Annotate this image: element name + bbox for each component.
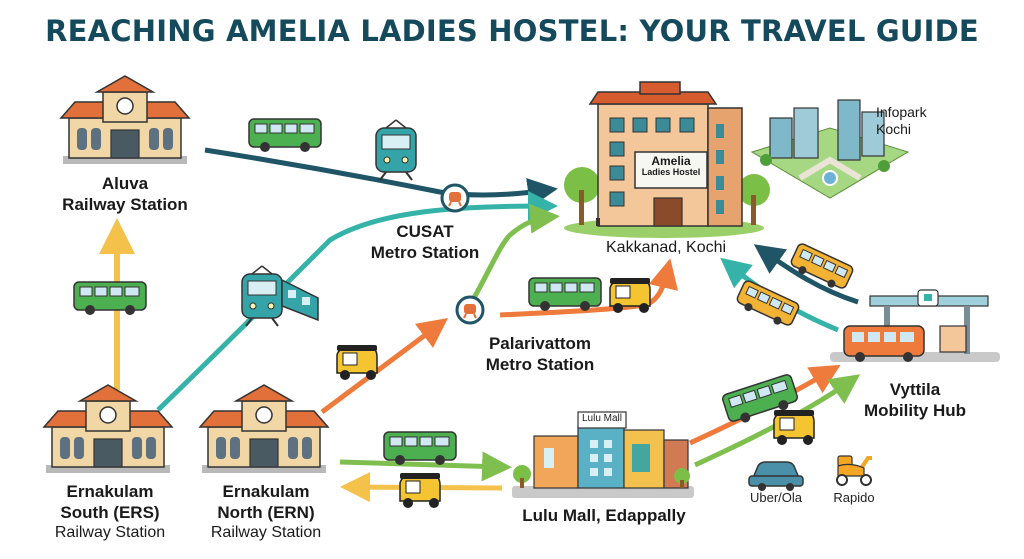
hostel-sign (634, 151, 708, 189)
route-ers-to-hostel (156, 191, 558, 412)
vyttila-label: Vyttila Mobility Hub (850, 380, 980, 421)
palarivattom-label-line1: Palarivattom (488, 334, 592, 353)
auto-rickshaw-icon (773, 409, 815, 446)
ers-label-line3: Railway Station (54, 524, 166, 542)
bus-icon (383, 431, 457, 466)
palarivattom-metro-station-icon (455, 295, 485, 325)
hostel-building-icon (564, 81, 770, 238)
ern-railway-station-icon (199, 384, 329, 474)
cusat-label-line1: CUSAT (396, 222, 454, 241)
ers-label: Ernakulam South (ERS) Railway Station (30, 482, 190, 543)
bus-icon (733, 278, 802, 331)
page-title: REACHING AMELIA LADIES HOSTEL: YOUR TRAV… (45, 14, 979, 48)
metro-train-carriage (281, 278, 319, 322)
lulu-mall-sign-label: Lulu Mall (581, 413, 623, 424)
auto-rickshaw-icon (336, 344, 378, 381)
ers-label-line1: Ernakulam (66, 482, 154, 501)
bus-icon (73, 281, 147, 316)
aluva-label: Aluva Railway Station (40, 174, 210, 215)
hostel-sign-label: Amelia Ladies Hostel (635, 154, 707, 178)
route-ern-to-lulu (339, 451, 512, 482)
route-aluva-to-hostel (204, 147, 558, 208)
ern-label-line3: Railway Station (210, 524, 322, 542)
vyttila-label-line2: Mobility Hub (864, 400, 966, 420)
office-park-icon (750, 99, 910, 199)
infopark-label-line1: Infopark (876, 104, 927, 120)
auto-rickshaw-icon (399, 472, 441, 509)
car-icon (748, 461, 804, 491)
vyttila-hub-icon (830, 289, 1000, 362)
ers-label-line2: South (ERS) (60, 502, 160, 522)
vyttila-label-line1: Vyttila (889, 380, 941, 399)
rapido-label: Rapido (833, 490, 875, 505)
bus-icon (528, 277, 602, 312)
aluva-railway-station-icon (60, 75, 190, 165)
route-vyttila-to-hostel-dark (753, 244, 859, 305)
cusat-metro-station-icon (440, 183, 470, 213)
shopping-mall-icon (512, 411, 694, 498)
palarivattom-label-line2: Metro Station (485, 354, 595, 374)
aluva-label-line2: Railway Station (62, 194, 188, 214)
hostel-sign-line1: Amelia (651, 154, 691, 168)
scooter-icon (836, 455, 872, 486)
aluva-label-line1: Aluva (101, 174, 149, 193)
ern-label-line1: Ernakulam (222, 482, 310, 501)
metro-train-icon (375, 119, 417, 181)
kakkanad-label: Kakkanad, Kochi (606, 239, 727, 256)
ers-railway-station-icon (43, 384, 173, 474)
cusat-label-line2: Metro Station (370, 242, 480, 262)
ern-label: Ernakulam North (ERN) Railway Station (186, 482, 346, 543)
ern-label-line2: North (ERN) (217, 502, 315, 522)
lulu-label: Lulu Mall, Edappally (522, 506, 686, 525)
cusat-label: CUSAT Metro Station (350, 222, 500, 263)
infopark-label-line2: Kochi (876, 121, 912, 138)
uber-ola-label: Uber/Ola (749, 490, 803, 505)
route-ern-to-palarivattom (320, 318, 449, 415)
lulu-mall-sign (577, 411, 627, 429)
metro-train-icon (241, 265, 283, 327)
palarivattom-label: Palarivattom Metro Station (455, 334, 625, 375)
hostel-sign-line2: Ladies Hostel (641, 167, 701, 178)
infopark-label: Infopark Kochi (876, 104, 966, 138)
route-palarivattom-to-hostel (467, 203, 560, 307)
bus-icon (248, 118, 322, 153)
